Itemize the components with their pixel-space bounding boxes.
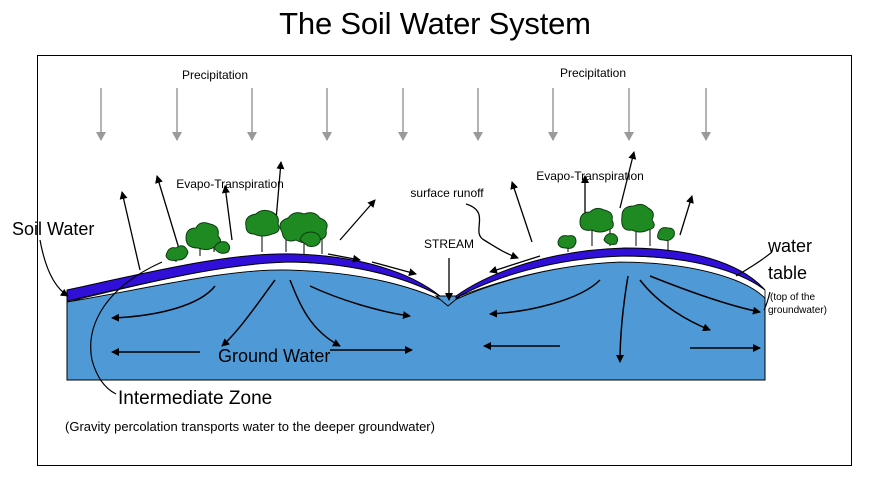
surface-runoff-label: surface runoff bbox=[410, 186, 484, 200]
ground-water-label: Ground Water bbox=[218, 346, 330, 366]
soil-water-band-right bbox=[455, 247, 766, 299]
stream-label: STREAM bbox=[424, 237, 474, 251]
evapotranspiration-label-left: Evapo-Transpiration bbox=[176, 177, 284, 191]
gravity-percolation-note: (Gravity percolation transports water to… bbox=[65, 419, 435, 434]
soil-water-band-left bbox=[66, 253, 441, 302]
precipitation-arrows bbox=[96, 88, 711, 141]
label-pointers bbox=[39, 239, 773, 395]
trees-left bbox=[165, 209, 328, 262]
water-table-label-line1: water bbox=[767, 236, 812, 256]
intermediate-zone-label: Intermediate Zone bbox=[118, 388, 272, 409]
soil-water-label: Soil Water bbox=[12, 219, 94, 239]
trees-right bbox=[557, 203, 675, 252]
diagram-title: The Soil Water System bbox=[279, 6, 591, 41]
precipitation-label-left: Precipitation bbox=[182, 68, 248, 82]
water-table-note-line1: (top of the bbox=[770, 292, 815, 303]
diagram-frame bbox=[37, 55, 852, 466]
surface-runoff-arrows bbox=[327, 203, 541, 277]
precipitation-label-right: Precipitation bbox=[560, 66, 626, 80]
water-table-note-line2: groundwater) bbox=[768, 305, 827, 316]
water-table-label-line2: table bbox=[768, 263, 807, 283]
groundwater-flow-arrows bbox=[111, 275, 761, 363]
evapotranspiration-label-right: Evapo-Transpiration bbox=[536, 169, 644, 183]
